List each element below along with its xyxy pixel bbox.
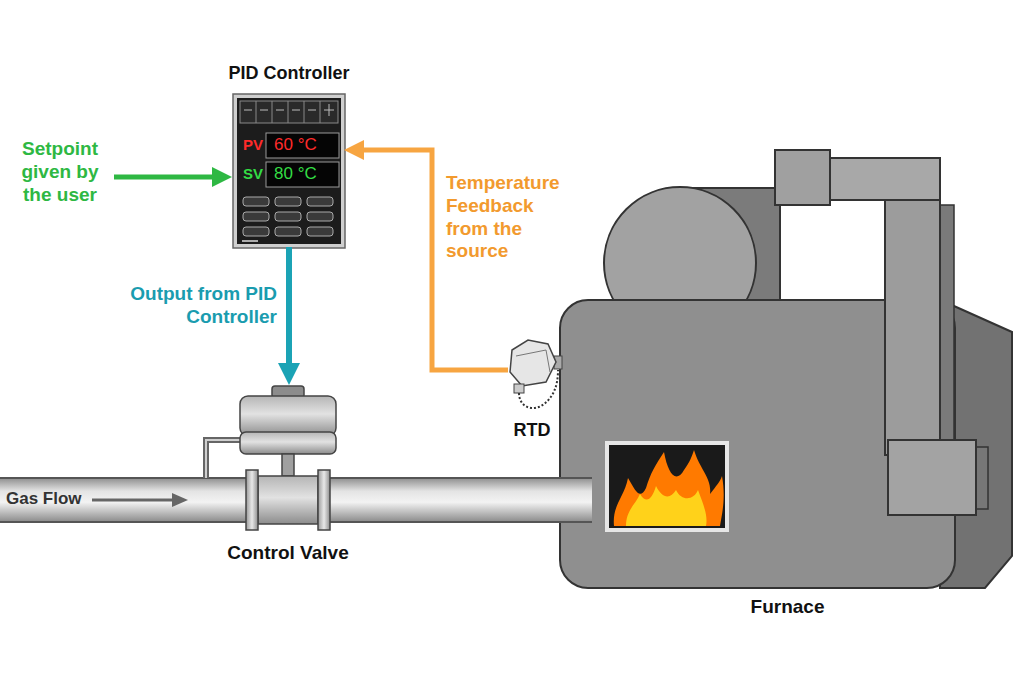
chimney-box [775, 150, 830, 205]
signal-label: Output from PID Controller [127, 283, 277, 329]
arrowhead [344, 140, 364, 160]
controller-button [243, 212, 269, 221]
rtd-gland [514, 384, 524, 393]
rtd-chain [519, 370, 558, 408]
controller-housing [233, 94, 345, 248]
sv-value: 80 °C [274, 164, 317, 184]
flame-core [626, 486, 707, 526]
signal-label: Temperature Feedback from the source [446, 172, 576, 263]
chimney-base [888, 440, 976, 515]
setpoint-note: Setpoint given by the user [10, 138, 110, 206]
rtd-head [510, 340, 556, 386]
controller-button [275, 227, 301, 236]
controller-button [275, 212, 301, 221]
furnace-name: Furnace [751, 596, 825, 619]
arrowhead [278, 363, 300, 385]
valve-name: Control Valve [227, 542, 348, 565]
sv-display [266, 162, 339, 187]
chimney-duct [885, 195, 940, 455]
valve-actuator [240, 396, 336, 436]
controller-face [237, 98, 341, 244]
pid-controller: PID ControllerPV60 °CSV80 °C [234, 95, 344, 247]
indicator-divider [256, 101, 320, 123]
furnace: Furnace [560, 150, 1015, 590]
controller-button [275, 197, 301, 206]
flow-label: Gas Flow [6, 489, 82, 509]
controller-button [243, 227, 269, 236]
connector-line [286, 247, 292, 364]
setpoint-arrowhead [212, 167, 232, 187]
pv-display [266, 133, 339, 158]
valve-diaphragm [240, 432, 336, 454]
fire-window [607, 443, 727, 530]
controller-mark [242, 240, 258, 242]
pv-value: 60 °C [274, 135, 317, 155]
chimney-base-side [976, 447, 988, 509]
sv-tag: SV [243, 165, 263, 183]
signal-tube [206, 440, 240, 478]
indicator-row [240, 101, 338, 123]
valve-flange [318, 470, 330, 530]
chimney-duct [828, 158, 940, 200]
controller-button [307, 227, 333, 236]
controller-button [307, 212, 333, 221]
chimney-side [940, 205, 954, 450]
flow-arrowhead [172, 493, 188, 507]
signal-connector [278, 247, 300, 385]
valve-stem [282, 454, 294, 476]
signal-tube [206, 440, 240, 478]
indicator-mark [244, 104, 334, 116]
valve-flange [246, 470, 258, 530]
setpoint-arrow [114, 175, 214, 180]
sensor-name: RTD [514, 420, 551, 442]
control-valve: Control Valve [238, 385, 338, 530]
pv-tag: PV [243, 136, 263, 154]
controller-button [243, 197, 269, 206]
valve-body [258, 476, 318, 524]
flow-arrow [92, 499, 174, 502]
controller-title: PID Controller [228, 63, 349, 85]
rtd-lid [516, 350, 550, 372]
controller-button [307, 197, 333, 206]
flame [614, 450, 724, 526]
rtd-sensor: RTD [508, 340, 556, 388]
